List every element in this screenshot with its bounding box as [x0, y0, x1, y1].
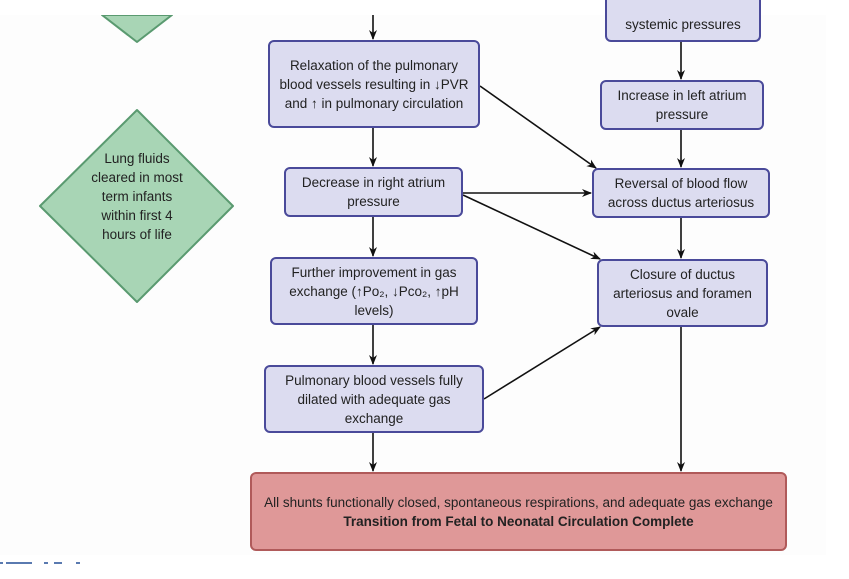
node-dilated: Pulmonary blood vessels fully dilated wi…	[264, 365, 484, 433]
node-systemic-pressures: systemic pressures	[605, 0, 761, 42]
arrow-relaxation-to-reversal	[479, 85, 597, 169]
node-text: Increase in left atrium pressure	[617, 88, 747, 122]
node-text: Pulmonary blood vessels fully dilated wi…	[285, 372, 463, 426]
node-final: All shunts functionally closed, spontane…	[250, 472, 787, 551]
node-text: Decrease in right atrium pressure	[301, 175, 446, 209]
lung-fluids-diamond	[39, 109, 234, 303]
arrow-dilated-to-closure	[483, 326, 601, 400]
node-reversal: Reversal of blood flow across ductus art…	[592, 168, 770, 218]
node-gas-exchange: Further improvement in gas exchange (↑Po…	[270, 257, 478, 325]
diamond-top-partial	[101, 15, 173, 43]
node-text: Further improvement in gas exchange (↑Po…	[289, 264, 459, 318]
lung-fluids-text: Lung fluids cleared in most term infants…	[91, 151, 183, 242]
node-relaxation: Relaxation of the pulmonary blood vessel…	[268, 40, 480, 128]
node-text: systemic pressures	[625, 17, 741, 32]
node-left-atrium: Increase in left atrium pressure	[600, 80, 764, 130]
node-right-atrium: Decrease in right atrium pressure	[284, 167, 463, 217]
final-text: All shunts functionally closed, spontane…	[264, 494, 773, 510]
connectors	[39, 15, 685, 472]
final-title: Transition from Fetal to Neonatal Circul…	[343, 513, 694, 529]
node-text: Closure of ductus arteriosus and foramen…	[613, 266, 752, 320]
node-text: Relaxation of the pulmonary blood vessel…	[279, 57, 469, 111]
node-text: Reversal of blood flow across ductus art…	[607, 176, 755, 210]
figure-caption-fragment	[0, 562, 80, 564]
arrow-right-atrium-to-closure	[462, 194, 601, 260]
node-closure: Closure of ductus arteriosus and foramen…	[597, 259, 768, 327]
